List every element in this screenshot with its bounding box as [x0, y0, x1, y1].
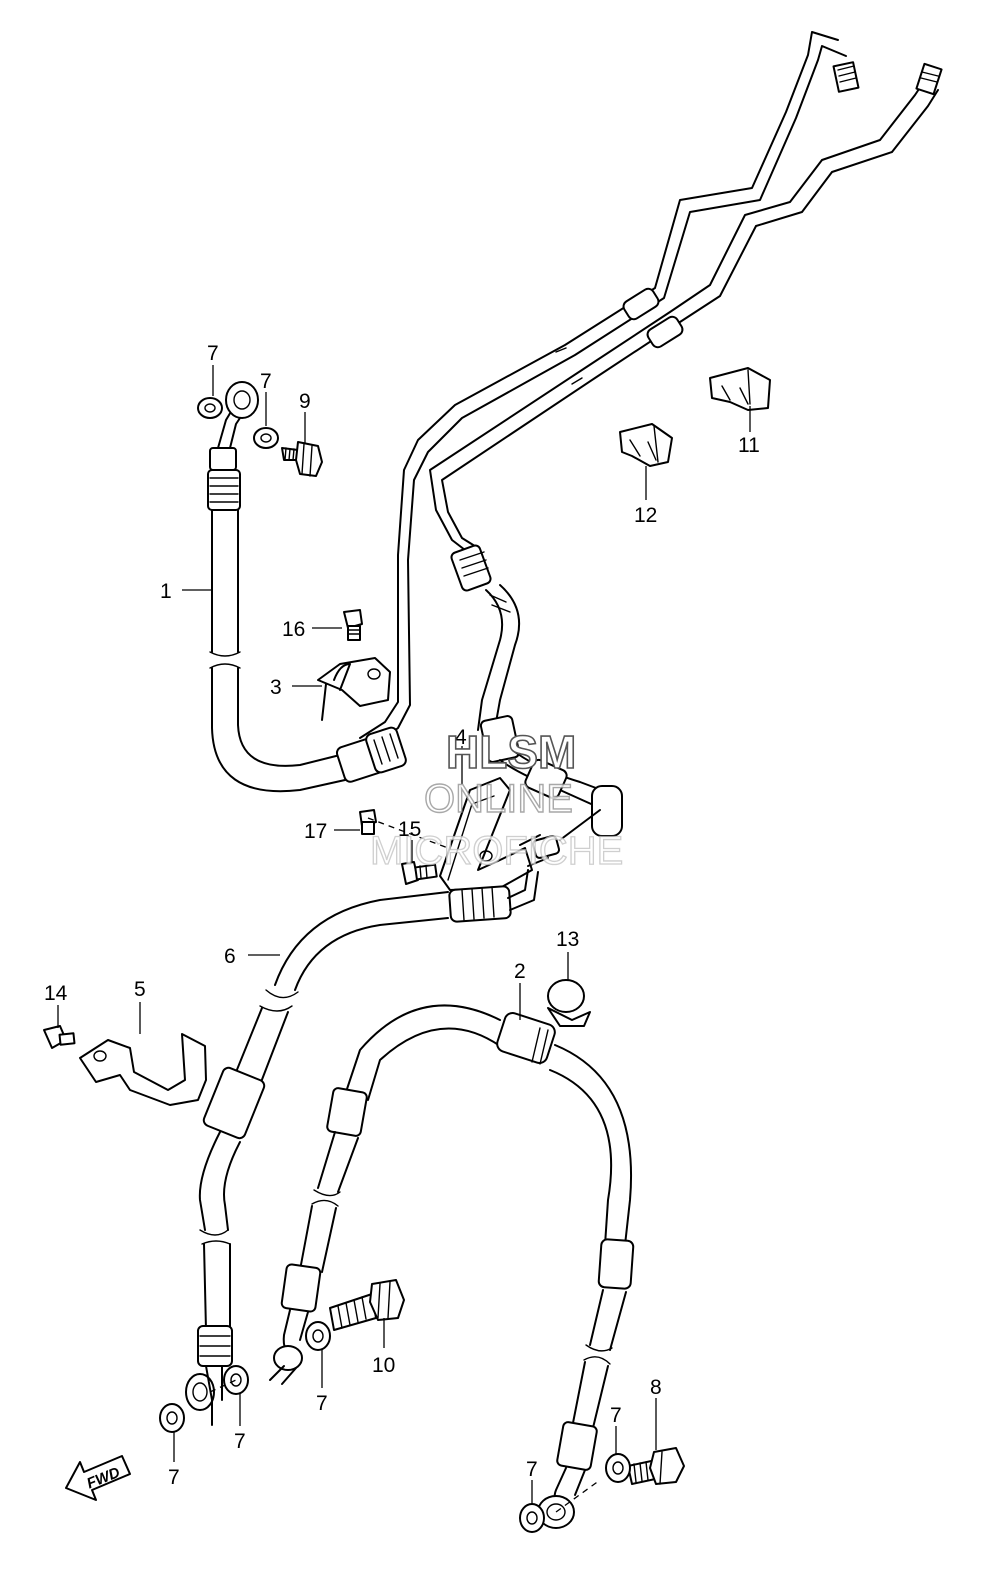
- union-bolt-8: [627, 1447, 685, 1485]
- callout-10: 10: [372, 1354, 395, 1377]
- callout-8: 8: [650, 1376, 662, 1399]
- forward-arrow-label: FWD: [84, 1464, 122, 1493]
- washer-7-bottom-e: [519, 1503, 545, 1533]
- callout-7-bottom-d: 7: [610, 1404, 622, 1427]
- watermark-line-3: MICROFICHE: [370, 829, 623, 873]
- bolt-14: [43, 1025, 76, 1049]
- washer-7-bottom-d: [605, 1453, 631, 1483]
- callout-7-bottom-e: 7: [526, 1458, 538, 1481]
- washer-7-bottom-a: [159, 1403, 185, 1433]
- callout-7-bottom-c: 7: [316, 1392, 328, 1415]
- callout-7-top-b: 7: [260, 370, 272, 393]
- callout-2: 2: [514, 960, 526, 983]
- callout-14: 14: [44, 982, 68, 1005]
- brake-pipe-left: [359, 31, 860, 749]
- callout-7-bottom-b: 7: [234, 1430, 246, 1453]
- washer-7-bottom-b: [223, 1365, 249, 1395]
- watermark-line-1: HLSM: [446, 726, 576, 778]
- leader-lines: [57, 365, 751, 1504]
- callout-9: 9: [299, 390, 311, 413]
- callout-labels: 1 2 3 4 5 6 7 7 7 7 7 7 7 8 9 10 11 12 1…: [44, 342, 760, 1489]
- assembly-guide-lines: [209, 817, 601, 1513]
- bolt-17: [359, 809, 377, 835]
- callout-17: 17: [304, 820, 327, 843]
- union-bolt-10: [329, 1279, 405, 1331]
- clamp-3: [317, 657, 391, 721]
- callout-16: 16: [282, 618, 305, 641]
- callout-7-top-a: 7: [207, 342, 219, 365]
- washer-7-top-a: [197, 397, 223, 419]
- callout-1: 1: [160, 580, 172, 603]
- joint-bracket-4: [439, 777, 601, 891]
- brake-hose-1: [207, 381, 407, 793]
- clamp-12: [619, 423, 673, 467]
- brake-hose-6: [185, 869, 539, 1426]
- watermark: HLSM ONLINE MICROFICHE: [369, 725, 624, 873]
- bolt-15: [401, 861, 438, 885]
- clamp-11: [709, 367, 771, 411]
- forward-direction-arrow: FWD: [65, 1455, 131, 1501]
- callout-7-bottom-a: 7: [168, 1466, 180, 1489]
- union-bolt-9: [281, 441, 323, 477]
- bracket-5: [79, 1033, 207, 1106]
- watermark-line-2: ONLINE: [424, 777, 573, 821]
- callout-5: 5: [134, 978, 146, 1001]
- washer-7-top-b: [253, 427, 279, 449]
- hose-to-joint: [450, 544, 623, 837]
- callout-11: 11: [738, 434, 760, 457]
- callout-13: 13: [556, 928, 579, 951]
- callout-4: 4: [455, 726, 467, 749]
- brake-hose-2: [269, 1004, 635, 1529]
- callout-3: 3: [270, 676, 282, 699]
- callout-15: 15: [398, 818, 421, 841]
- callout-12: 12: [634, 504, 657, 527]
- clamp-13: [547, 979, 591, 1027]
- bolt-16: [343, 609, 363, 641]
- brake-pipe-right: [429, 62, 943, 551]
- callout-6: 6: [224, 945, 236, 968]
- washer-7-bottom-c: [305, 1321, 331, 1351]
